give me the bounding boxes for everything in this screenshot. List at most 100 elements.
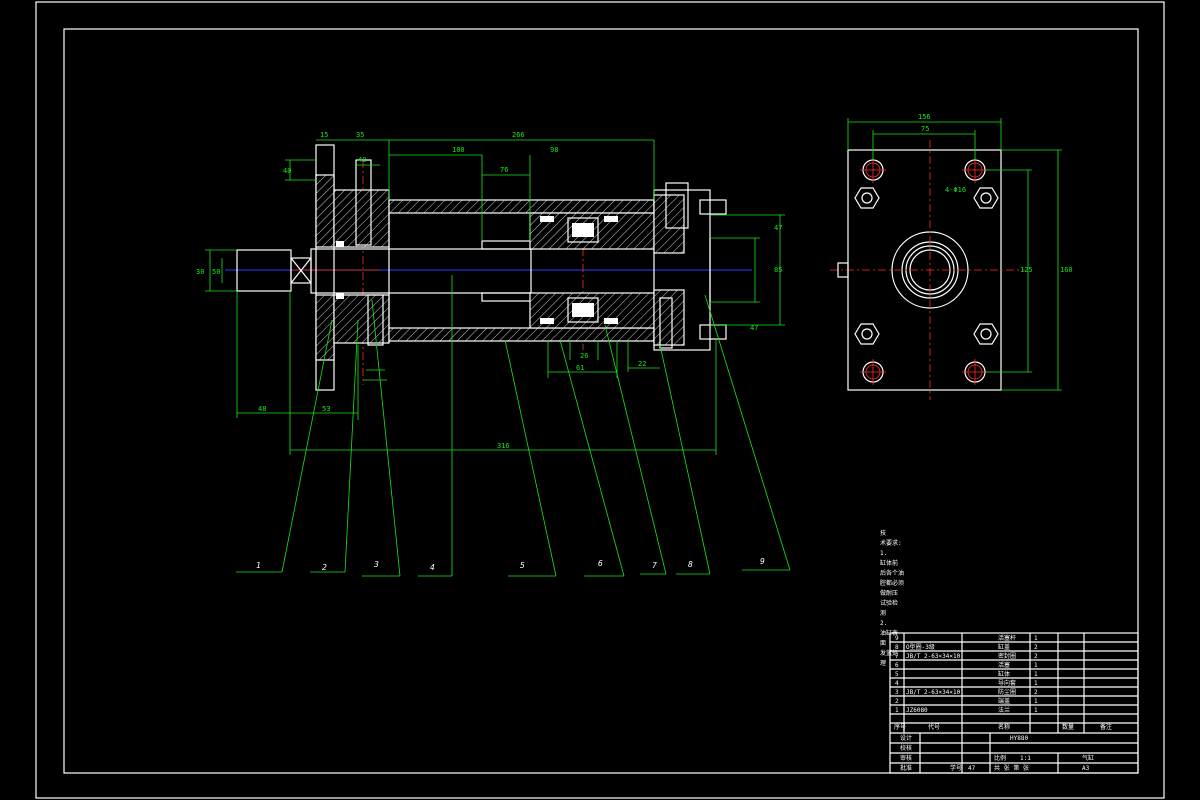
note-line-8: 测	[880, 609, 886, 617]
bom-no-1: 1	[895, 707, 899, 714]
main-section-view: 15 35 266 100 98 76 40 40 30 50 48 53 31…	[196, 131, 791, 577]
end-cap-bot	[333, 294, 390, 344]
tb-part-name: 气缸	[1082, 754, 1094, 762]
dim-26: 26	[580, 352, 588, 360]
rear-port-bot	[659, 297, 673, 349]
dim-22: 22	[638, 360, 646, 368]
tb-drawing-no: HY880	[1010, 735, 1028, 742]
dim-85: 85	[774, 266, 782, 274]
port-bot	[367, 294, 384, 346]
bom-header-note: 备注	[1100, 723, 1112, 731]
piston-rod	[310, 248, 532, 294]
bom-name-8: 缸盖	[998, 643, 1010, 651]
dim-98: 98	[550, 146, 558, 154]
bom-name-5: 缸体	[998, 670, 1010, 678]
bom-qty-8: 2	[1034, 644, 1038, 651]
bom-code-8: O型圈-3级	[906, 643, 935, 651]
dim-316: 316	[497, 442, 510, 450]
dim-48: 48	[258, 405, 266, 413]
front-flange	[315, 144, 335, 391]
bom-header-no: 序号	[894, 723, 906, 731]
barrel-bot	[388, 327, 655, 342]
callout-2: 2	[322, 563, 327, 572]
bom-no-4: 4	[895, 680, 899, 687]
bom-no-6: 6	[895, 662, 899, 669]
dim-266: 266	[512, 131, 525, 139]
callout-7: 7	[652, 561, 657, 570]
dim-35: 35	[356, 131, 364, 139]
bom-row: 1 JZ6080 法兰 1	[895, 706, 1038, 714]
bom-name-6: 活塞	[998, 661, 1010, 669]
title-block: 9 活塞杆 1 8 O型圈-3级 缸盖 2 7 JB/T 2-63×34×10 …	[889, 632, 1139, 774]
bom-qty-6: 1	[1034, 662, 1038, 669]
note-line-4: 后各个油	[880, 569, 904, 577]
bom-header-qty: 数量	[1062, 723, 1074, 731]
tech-notes: 技 术要求: 1. 缸体前 后各个油 腔都必须 做耐压 试验检 测 2. 油缸表…	[880, 529, 904, 667]
end-cap-top	[333, 189, 390, 248]
bom-no-8: 8	[895, 644, 899, 651]
tb-approve: 批准	[900, 764, 912, 772]
dim-76: 76	[500, 166, 508, 174]
tb-count-label: 共 张 第 张	[994, 764, 1029, 772]
dim-15: 15	[320, 131, 328, 139]
note-line-0: 技	[880, 529, 886, 537]
dim-53: 53	[322, 405, 330, 413]
tb-scale-label: 比例	[994, 754, 1006, 762]
rear-cap-hatch-top	[653, 194, 685, 254]
note-line-2: 1.	[880, 550, 887, 557]
note-line-9: 2.	[880, 620, 887, 627]
side-view: 156 75 160 125 4-Φ16	[830, 113, 1073, 400]
bom-row: 8 O型圈-3级 缸盖 2	[895, 643, 1038, 651]
port-top	[355, 159, 372, 246]
tb-check: 校核	[900, 744, 912, 752]
bom-no-3: 3	[895, 689, 899, 696]
note-line-12: 发蓝处	[880, 649, 898, 657]
dim-40b: 40	[283, 167, 291, 175]
bom-row: 4 导向套 1	[895, 679, 1038, 687]
bom-name-1: 法兰	[998, 706, 1010, 714]
bom-no-5: 5	[895, 671, 899, 678]
dim-40a: 40	[358, 156, 366, 164]
front-flange-hatch-bot	[315, 294, 335, 361]
bom-no-7: 7	[895, 653, 899, 660]
front-flange-hatch-top	[315, 174, 335, 248]
bom-no-9: 9	[895, 635, 899, 642]
bom-qty-9: 1	[1034, 635, 1038, 642]
note-line-5: 腔都必须	[880, 579, 904, 587]
tb-sheet: A3	[1082, 765, 1090, 772]
bom-code-1: JZ6080	[906, 707, 928, 714]
dim-side: 47	[750, 324, 758, 332]
side-port	[837, 262, 849, 278]
bom-header-name: 名称	[998, 723, 1010, 731]
tb-order-label: 学号	[950, 764, 962, 772]
bom-row: 5 缸体 1	[895, 670, 1038, 678]
callout-4: 4	[430, 563, 435, 572]
callout-6: 6	[598, 559, 603, 568]
bom-qty-1: 1	[1034, 707, 1038, 714]
callout-5: 5	[520, 561, 525, 570]
tb-scale: 1:1	[1020, 755, 1031, 762]
rear-cap-hatch-bot	[653, 289, 685, 346]
bom-row: 7 JB/T 2-63×34×10 密封圈 2	[895, 652, 1038, 660]
bom-header-code: 代号	[928, 723, 940, 731]
note-line-6: 做耐压	[880, 589, 898, 597]
bom-name-7: 密封圈	[998, 652, 1016, 660]
note-line-11: 面	[880, 640, 886, 647]
bom-qty-2: 1	[1034, 698, 1038, 705]
bom-name-4: 导向套	[998, 679, 1016, 687]
guide-sleeve-top	[481, 240, 533, 250]
dim-156: 156	[918, 113, 931, 121]
corner-holes	[862, 159, 986, 383]
note-line-3: 缸体前	[880, 559, 898, 567]
bom-no-2: 2	[895, 698, 899, 705]
callout-9: 9	[760, 557, 765, 566]
dim-50: 50	[212, 268, 220, 276]
guide-sleeve-bot	[481, 292, 533, 302]
bom-code-3: JB/T 2-63×34×10	[906, 689, 961, 696]
dim-100: 100	[452, 146, 465, 154]
bom-qty-5: 1	[1034, 671, 1038, 678]
dim-61: 61	[576, 364, 584, 372]
bom-row: 2 端盖 1	[895, 697, 1038, 705]
